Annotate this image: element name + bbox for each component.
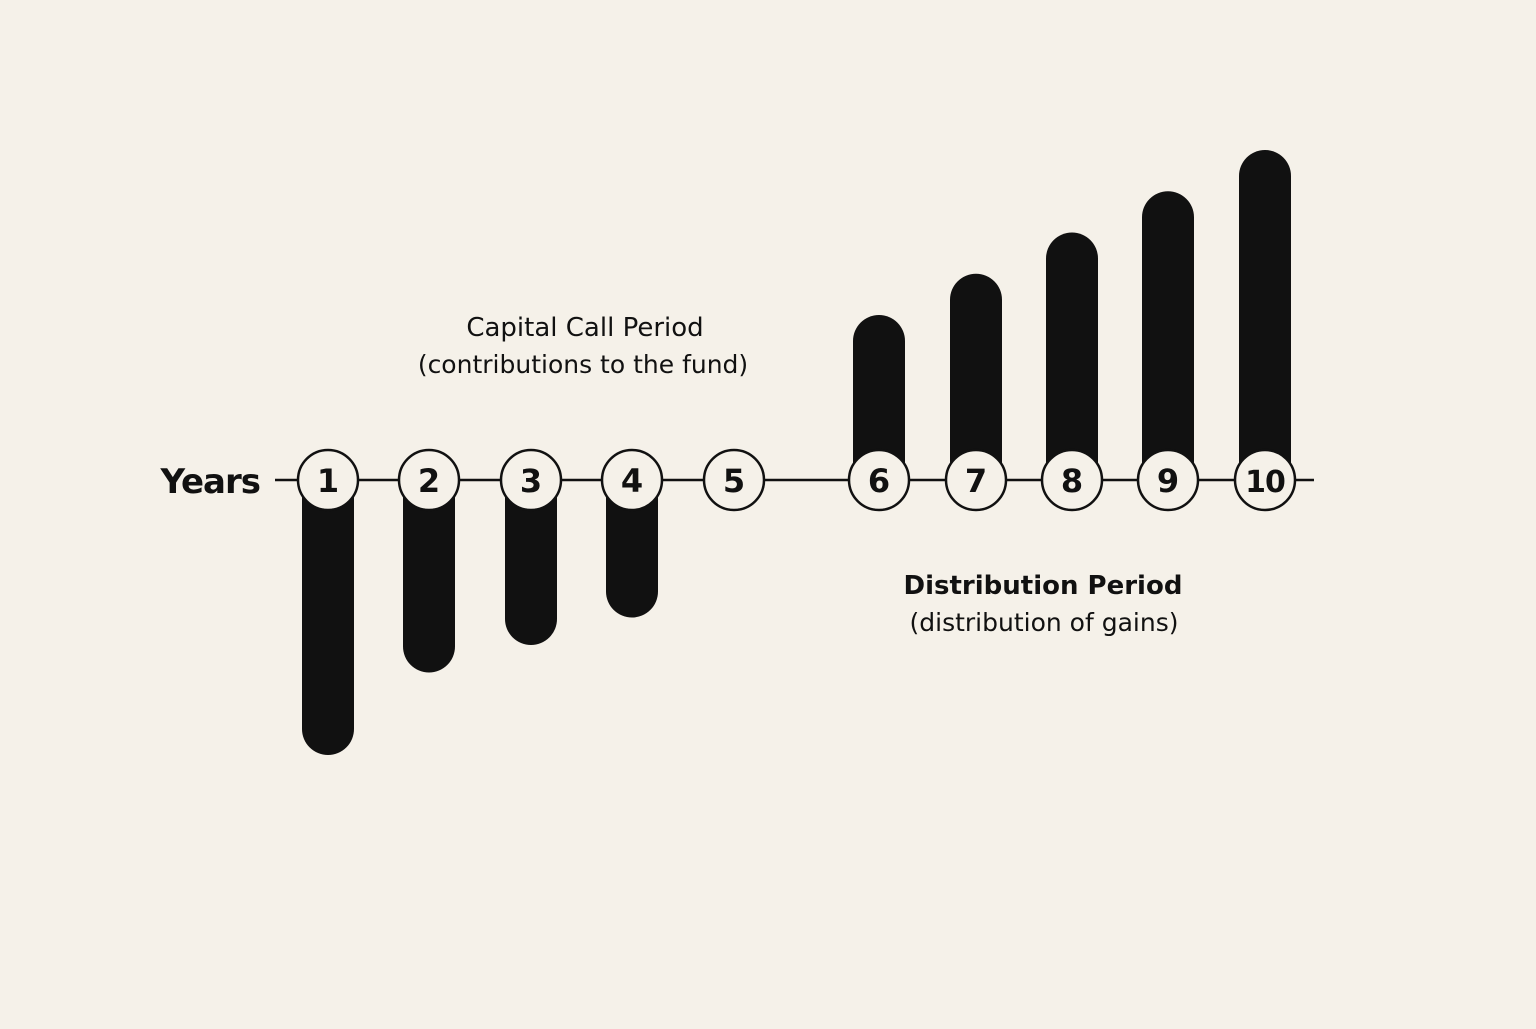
year-marker-2	[397, 448, 461, 512]
tick-label-year-1: 1	[317, 462, 339, 500]
tick-label-year-2: 2	[418, 462, 440, 500]
bar-year-2	[403, 480, 455, 673]
distribution-subtitle: (distribution of gains)	[910, 608, 1179, 637]
year-marker-6	[847, 448, 911, 512]
year-marker-8	[1040, 448, 1104, 512]
bar-year-4	[606, 480, 658, 618]
tick-label-year-6: 6	[868, 462, 890, 500]
year-marker-4	[600, 448, 664, 512]
bar-year-8	[1046, 232, 1098, 480]
tick-label-year-8: 8	[1061, 462, 1083, 500]
tick-label-year-10: 10	[1245, 465, 1285, 500]
year-marker-10	[1233, 448, 1297, 512]
tick-label-year-4: 4	[621, 462, 643, 500]
year-marker-1	[296, 448, 360, 512]
bar-year-1	[302, 480, 354, 755]
year-marker-3	[499, 448, 563, 512]
capital-call-subtitle: (contributions to the fund)	[418, 350, 748, 379]
year-marker-9	[1136, 448, 1200, 512]
capital-call-title: Capital Call Period	[466, 313, 703, 343]
bars-layer	[302, 150, 1291, 755]
bar-year-9	[1142, 191, 1194, 480]
tick-label-year-5: 5	[723, 462, 745, 500]
bar-year-6	[853, 315, 905, 480]
year-markers-layer: 1 2 3 4 5 6 7 8 9 10	[296, 448, 1297, 512]
bar-year-3	[505, 480, 557, 645]
tick-label-year-9: 9	[1157, 462, 1179, 500]
tick-label-year-3: 3	[520, 462, 542, 500]
distribution-title: Distribution Period	[904, 571, 1183, 601]
bar-year-10	[1239, 150, 1291, 480]
year-marker-7	[944, 448, 1008, 512]
tick-label-year-7: 7	[965, 462, 987, 500]
year-marker-5	[702, 448, 766, 512]
axis-title-years: Years	[159, 462, 260, 502]
bar-year-7	[950, 273, 1002, 480]
